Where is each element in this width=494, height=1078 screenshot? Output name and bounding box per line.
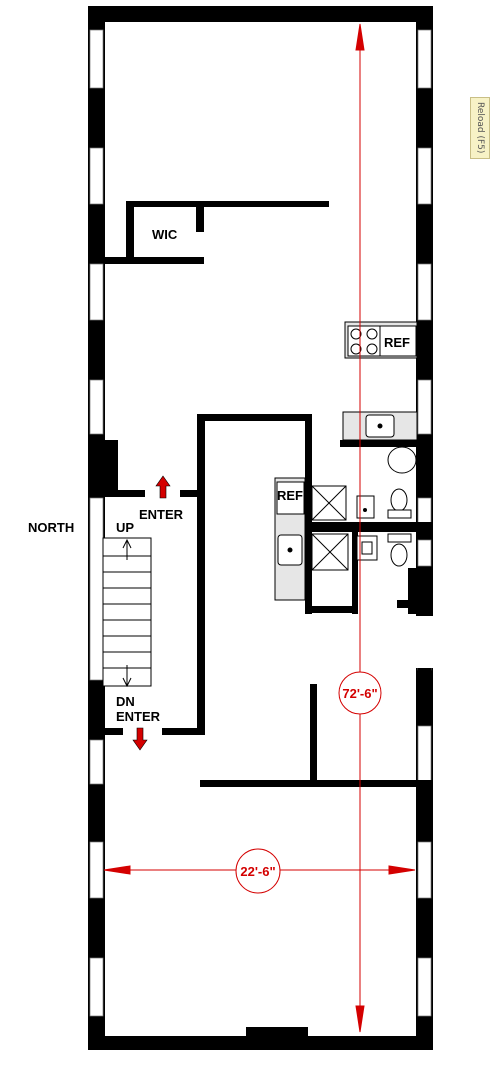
horizontal-dimension <box>103 848 416 894</box>
bathroom-fixtures <box>311 446 417 571</box>
enter-arrow-down-icon <box>132 727 148 751</box>
north-label: NORTH <box>28 520 74 535</box>
wic-label: WIC <box>152 227 178 242</box>
width-dimension-label: 22'-6" <box>240 864 275 879</box>
left-windows <box>89 29 104 1017</box>
length-dimension-label: 72'-6" <box>342 686 377 701</box>
enter-bottom-label: ENTER <box>116 709 161 724</box>
bottom-door-threshold <box>246 1027 308 1037</box>
stairs <box>102 537 152 688</box>
vertical-dimension <box>338 23 382 1033</box>
reload-button[interactable]: Reload (F5) <box>470 97 490 159</box>
kitchen-sink-top <box>342 411 418 441</box>
right-wall-opening <box>416 616 433 668</box>
ref-top-label: REF <box>384 335 410 350</box>
kitchen-counter-mid <box>274 477 306 601</box>
dn-label: DN <box>116 694 135 709</box>
ref-mid-label: REF <box>277 488 303 503</box>
up-label: UP <box>116 520 134 535</box>
interior-walls <box>88 201 433 787</box>
kitchen-counter-top <box>344 321 418 359</box>
enter-top-label: ENTER <box>139 507 184 522</box>
enter-arrow-up-icon <box>155 475 171 499</box>
